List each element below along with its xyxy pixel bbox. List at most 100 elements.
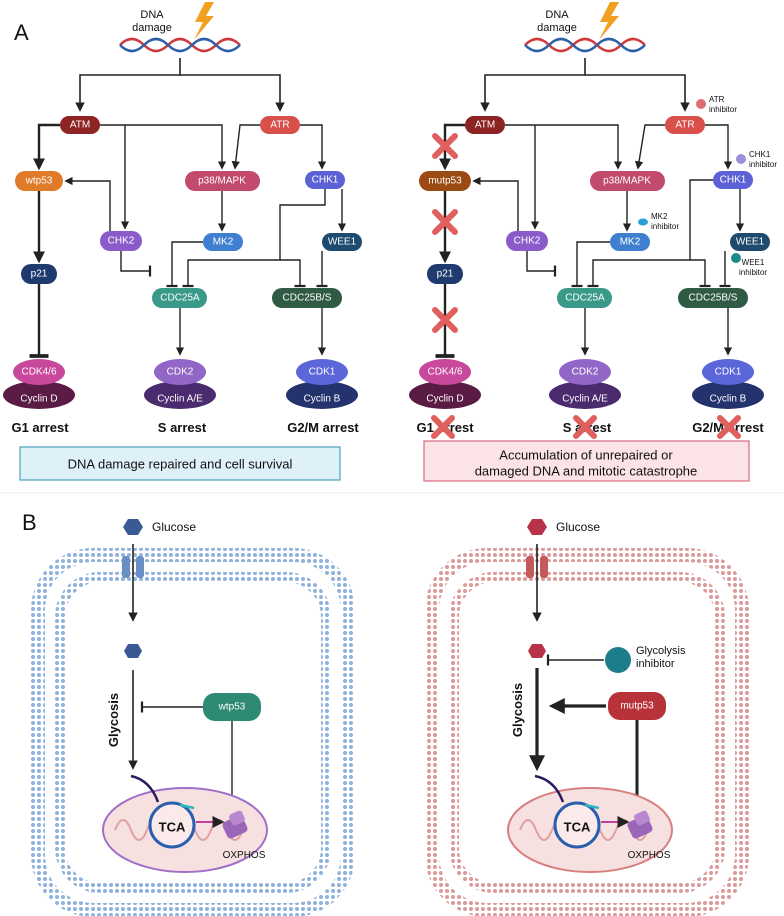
atr-node-right: ATR <box>675 120 694 131</box>
s-arrest-label: S arrest <box>158 420 207 435</box>
chk2-shape <box>100 231 142 251</box>
mk2-shape <box>610 233 650 251</box>
wtp53-label-left: wtp53 <box>218 702 246 713</box>
oxphos-complex-icon-right <box>627 810 653 839</box>
p21-node-right: p21 <box>437 269 454 280</box>
chk1-node: CHK1 <box>312 175 339 186</box>
cell-membrane-inner-left <box>55 572 331 893</box>
mk2-inhibitor-icon <box>638 218 648 226</box>
cyclind-node: Cyclin D <box>20 394 57 405</box>
cdc25bs-node: CDC25B/S <box>283 293 332 304</box>
glucose-label-right: Glucose <box>556 520 600 534</box>
chk1-node-right: CHK1 <box>720 175 747 186</box>
dna-helix-icon-right <box>524 37 646 53</box>
oxphos-label-right: OXPHOS <box>628 850 671 861</box>
glycosis-label-right: Glycosis <box>510 683 525 737</box>
glycosis-label-left: Glycosis <box>106 693 121 747</box>
cdk1-node: CDK1 <box>309 367 336 378</box>
cell-membrane-left <box>31 548 355 916</box>
chk1-inhibitor-label-2: inhibitor <box>749 160 777 169</box>
atr-inhibitor-label-1: ATR <box>709 95 725 104</box>
p21-shape <box>21 264 57 284</box>
mutp53-box-right <box>608 692 666 720</box>
cdc25bs-shape <box>272 288 342 308</box>
atm-node-right: ATM <box>475 120 495 131</box>
cdk2-shape <box>154 359 206 385</box>
mk2-node: MK2 <box>213 237 234 248</box>
chk1-inhibitor-label-1: CHK1 <box>749 150 771 159</box>
p21-shape <box>427 264 463 284</box>
cell-membrane-right <box>425 548 749 916</box>
glycolysis-inhibitor-label-2: inhibitor <box>636 658 675 670</box>
cdk1-node-right: CDK1 <box>715 367 742 378</box>
atm-shape <box>60 116 100 134</box>
cyclinae-node: Cyclin A/E <box>157 394 203 405</box>
wee1-node: WEE1 <box>328 237 357 248</box>
wee1-inhibitor-label-2: inhibitor <box>739 268 767 277</box>
atm-node: ATM <box>70 120 90 131</box>
dna-damage-label-line2-right: damage <box>537 22 577 34</box>
panel-a-left: DNA damage ATM ATR wtp53 p38/MAPK CHK1 C… <box>3 2 362 481</box>
atr-shape <box>665 116 705 134</box>
glucose-hexagon-icon <box>123 519 143 535</box>
cyclinae-shape <box>144 381 216 409</box>
lightning-icon <box>194 2 214 40</box>
cdc25a-node: CDC25A <box>160 293 200 304</box>
panel-a-letter: A <box>14 20 29 45</box>
cyclind-shape <box>3 381 75 409</box>
mk2-inhibitor-label-2: inhibitor <box>651 222 679 231</box>
g1-arrest-label: G1 arrest <box>11 420 69 435</box>
cyclinb-shape <box>286 381 358 409</box>
dna-helix-icon <box>119 37 241 53</box>
cdk46-node: CDK4/6 <box>21 367 56 378</box>
panel-a-right: DNA damage ATM ATR ATR inhibitor mutp53 … <box>409 2 777 482</box>
p38-shape <box>590 171 665 191</box>
chk2-node: CHK2 <box>108 236 135 247</box>
cdk2-shape <box>559 359 611 385</box>
outcome-left-box <box>19 446 341 481</box>
mk2-shape <box>203 233 243 251</box>
g2m-arrest-label: G2/M arrest <box>287 420 359 435</box>
atr-node: ATR <box>270 120 289 131</box>
cell-membrane-inner-right <box>449 572 725 893</box>
mutp53-label-right: mutp53 <box>620 701 654 712</box>
cdc25bs-shape <box>678 288 748 308</box>
chk1-shape <box>713 171 753 189</box>
dna-damage-label-line1: DNA <box>140 9 164 21</box>
wee1-shape <box>730 233 770 251</box>
mitochondrion-icon-right <box>507 787 673 873</box>
wtp53-box-left <box>203 693 261 721</box>
p38-shape <box>185 171 260 191</box>
cdk2-node: CDK2 <box>167 367 194 378</box>
cdk1-shape <box>702 359 754 385</box>
cdk2-node-right: CDK2 <box>572 367 599 378</box>
glucose-hexagon-icon-right <box>527 519 547 535</box>
wee1-node-right: WEE1 <box>736 237 765 248</box>
chk1-inhibitor-icon <box>736 154 746 164</box>
glucose-transporter-icon-right <box>526 556 548 578</box>
wee1-shape <box>322 233 362 251</box>
p38-mapk-node: p38/MAPK <box>198 176 246 187</box>
wee1-inhibitor-label-1: WEE1 <box>742 258 765 267</box>
cdc25a-shape <box>152 288 207 308</box>
glucose-hexagon-inside-icon-right <box>528 644 546 658</box>
lightning-icon-right <box>599 2 619 40</box>
dna-damage-label-line1-right: DNA <box>545 9 569 21</box>
p38-mapk-node-right: p38/MAPK <box>603 176 651 187</box>
mutp53-shape <box>419 171 471 191</box>
glucose-label-left: Glucose <box>152 520 196 534</box>
glycolysis-inhibitor-label-1: Glycolysis <box>636 645 686 657</box>
p21-node: p21 <box>31 269 48 280</box>
glucose-transporter-icon <box>122 556 144 578</box>
cyclinae-shape <box>549 381 621 409</box>
cyclinb-shape <box>692 381 764 409</box>
chk2-shape <box>506 231 548 251</box>
atm-shape <box>465 116 505 134</box>
cross-icon <box>431 133 741 439</box>
tca-label-right: TCA <box>564 820 591 835</box>
outcome-right-line2: damaged DNA and mitotic catastrophe <box>475 464 698 479</box>
glucose-hexagon-inside-icon <box>124 644 142 658</box>
cdk46-shape <box>419 359 471 385</box>
chk2-node-right: CHK2 <box>514 236 541 247</box>
